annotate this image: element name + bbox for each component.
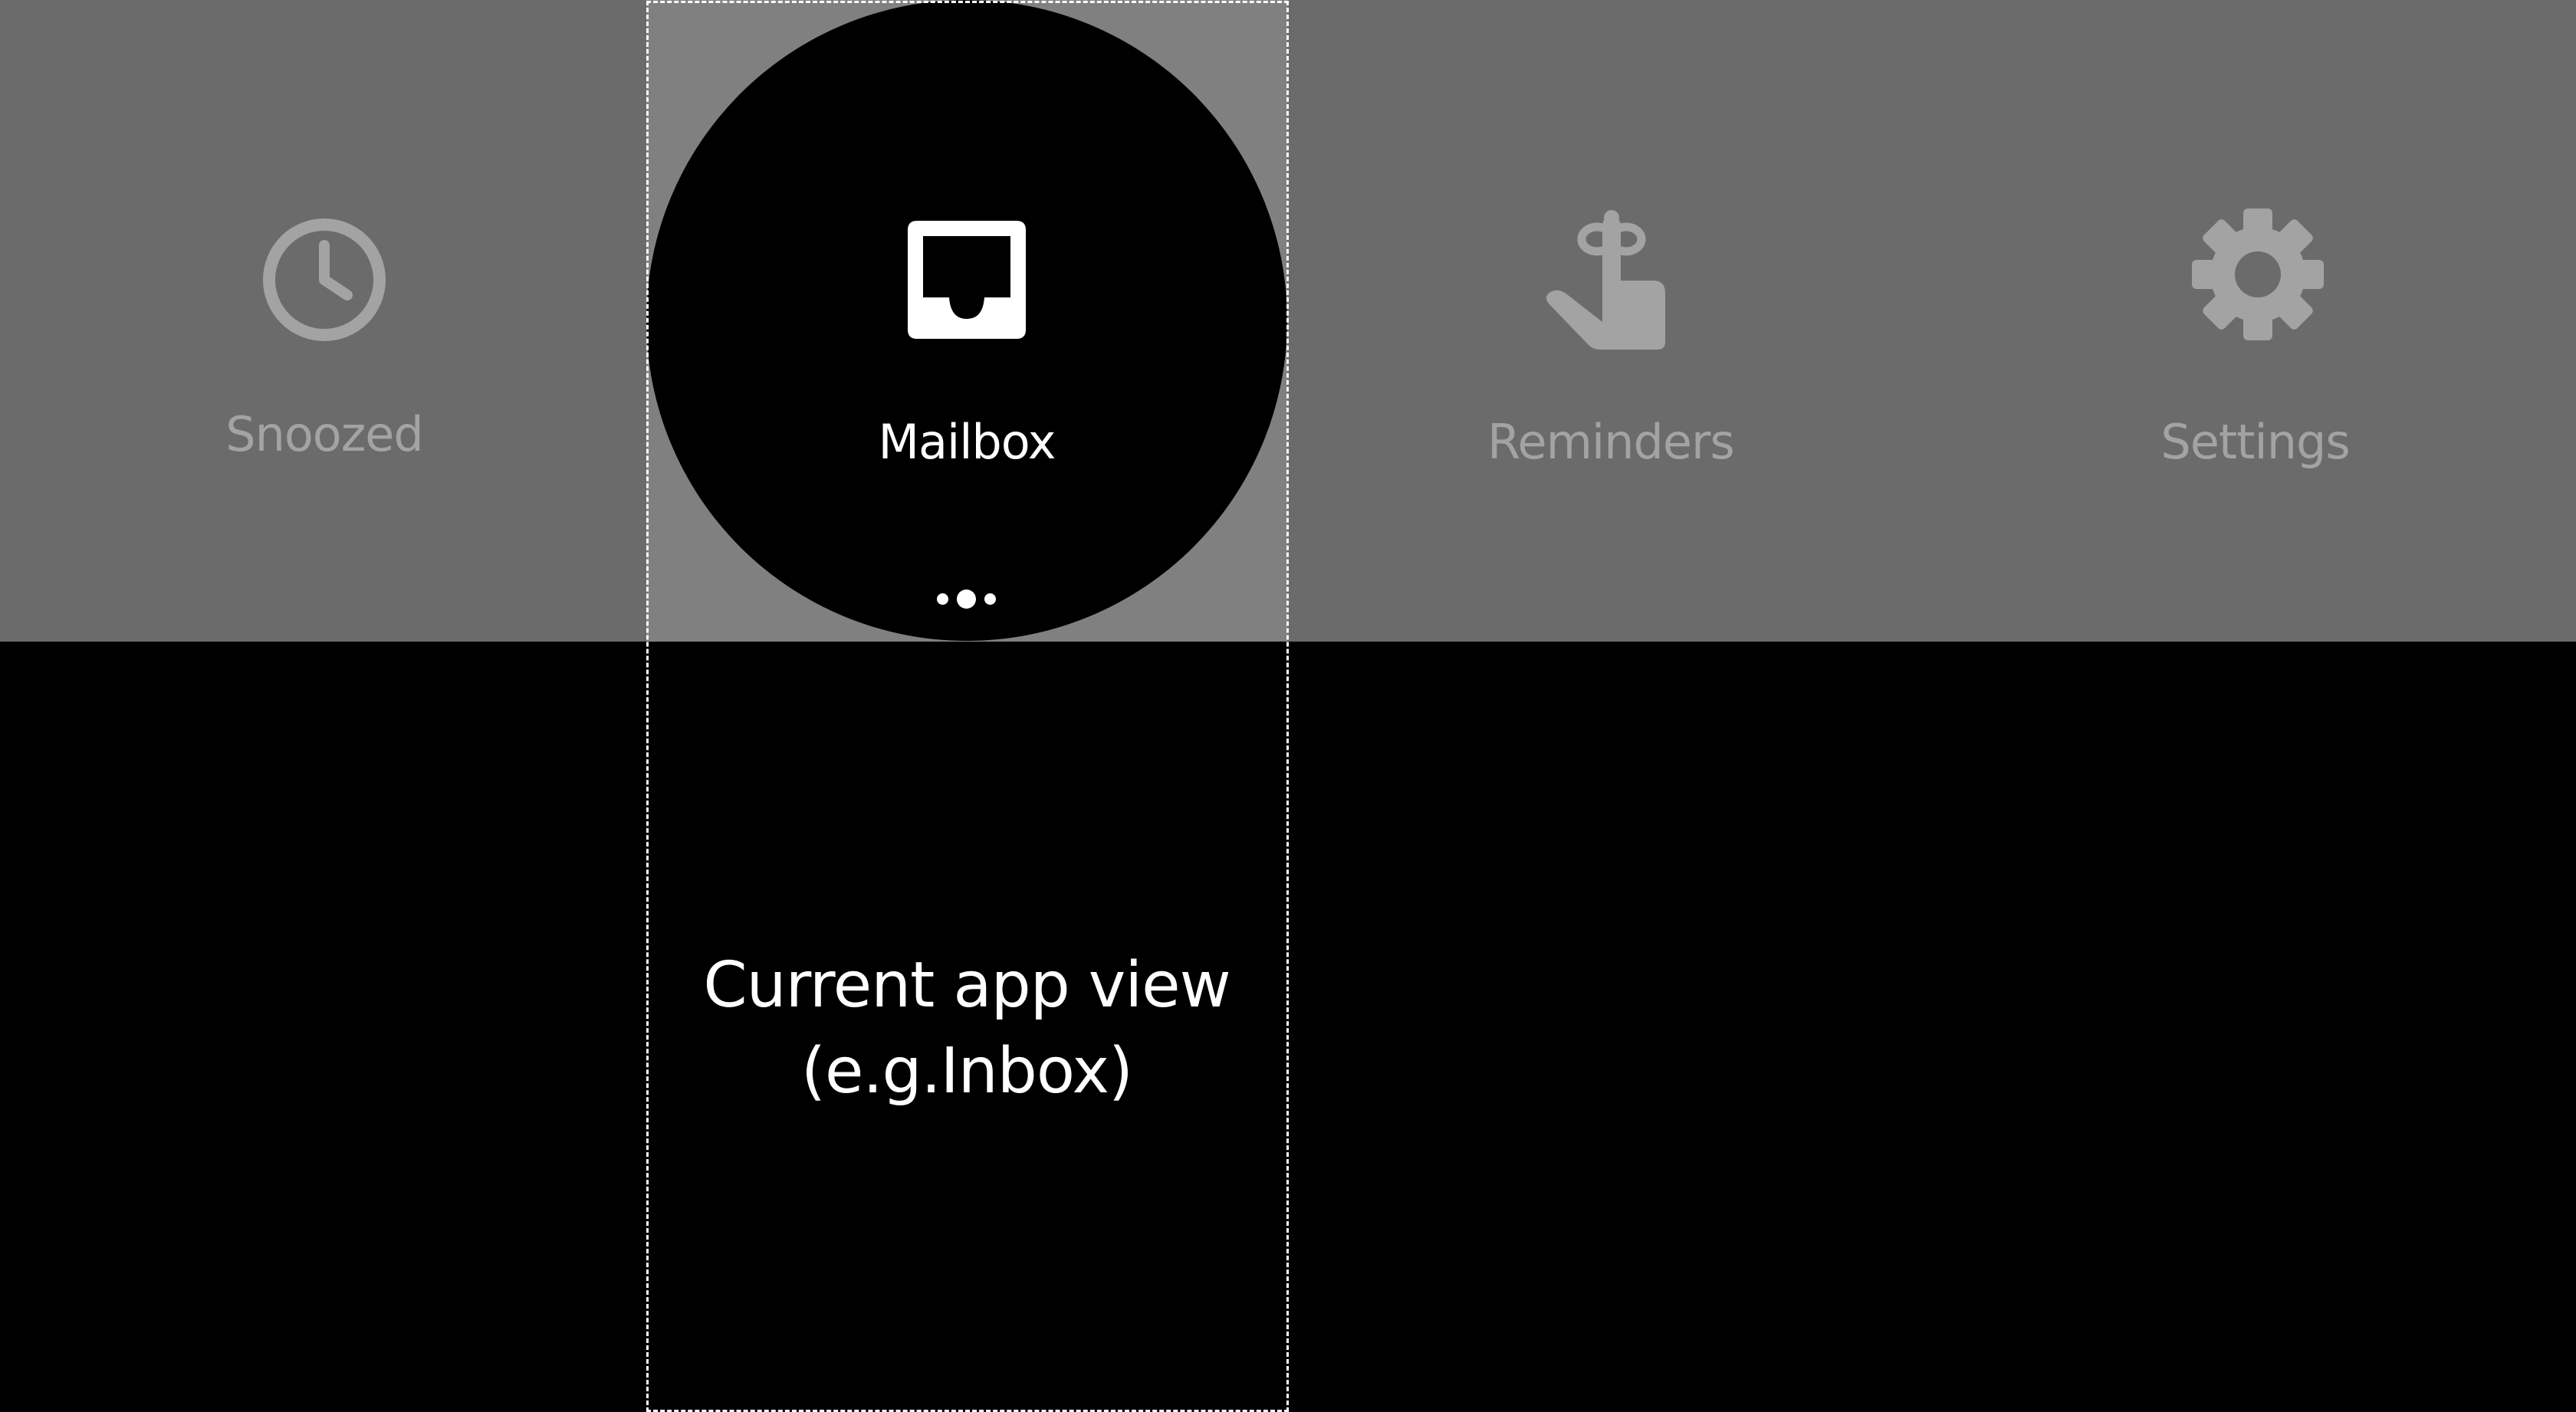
inbox-tray-icon — [894, 207, 1040, 353]
caption-line-1: Current app view — [703, 949, 1230, 1022]
current-app-view-caption: Current app view (e.g.Inbox) — [646, 943, 1287, 1115]
gear-icon — [2185, 207, 2331, 353]
drawer-item-reminders[interactable]: Reminders — [1287, 0, 1934, 642]
page-dot — [984, 593, 996, 605]
more-dots-icon[interactable] — [937, 589, 998, 609]
finger-string-icon — [1538, 207, 1684, 353]
page-dot-active — [957, 589, 976, 609]
drawer-item-label: Settings — [2160, 414, 2350, 470]
caption-line-2: (e.g.Inbox) — [801, 1035, 1133, 1108]
drawer-item-settings[interactable]: Settings — [1934, 0, 2576, 642]
drawer-item-label: Snoozed — [225, 406, 424, 462]
page-dot — [937, 593, 948, 605]
drawer-item-snoozed[interactable]: Snoozed — [0, 0, 646, 642]
drawer-item-label: Mailbox — [878, 414, 1056, 470]
clock-icon — [251, 207, 397, 353]
drawer-item-label: Reminders — [1487, 414, 1735, 470]
drawer-item-mailbox[interactable]: Mailbox — [646, 0, 1287, 642]
